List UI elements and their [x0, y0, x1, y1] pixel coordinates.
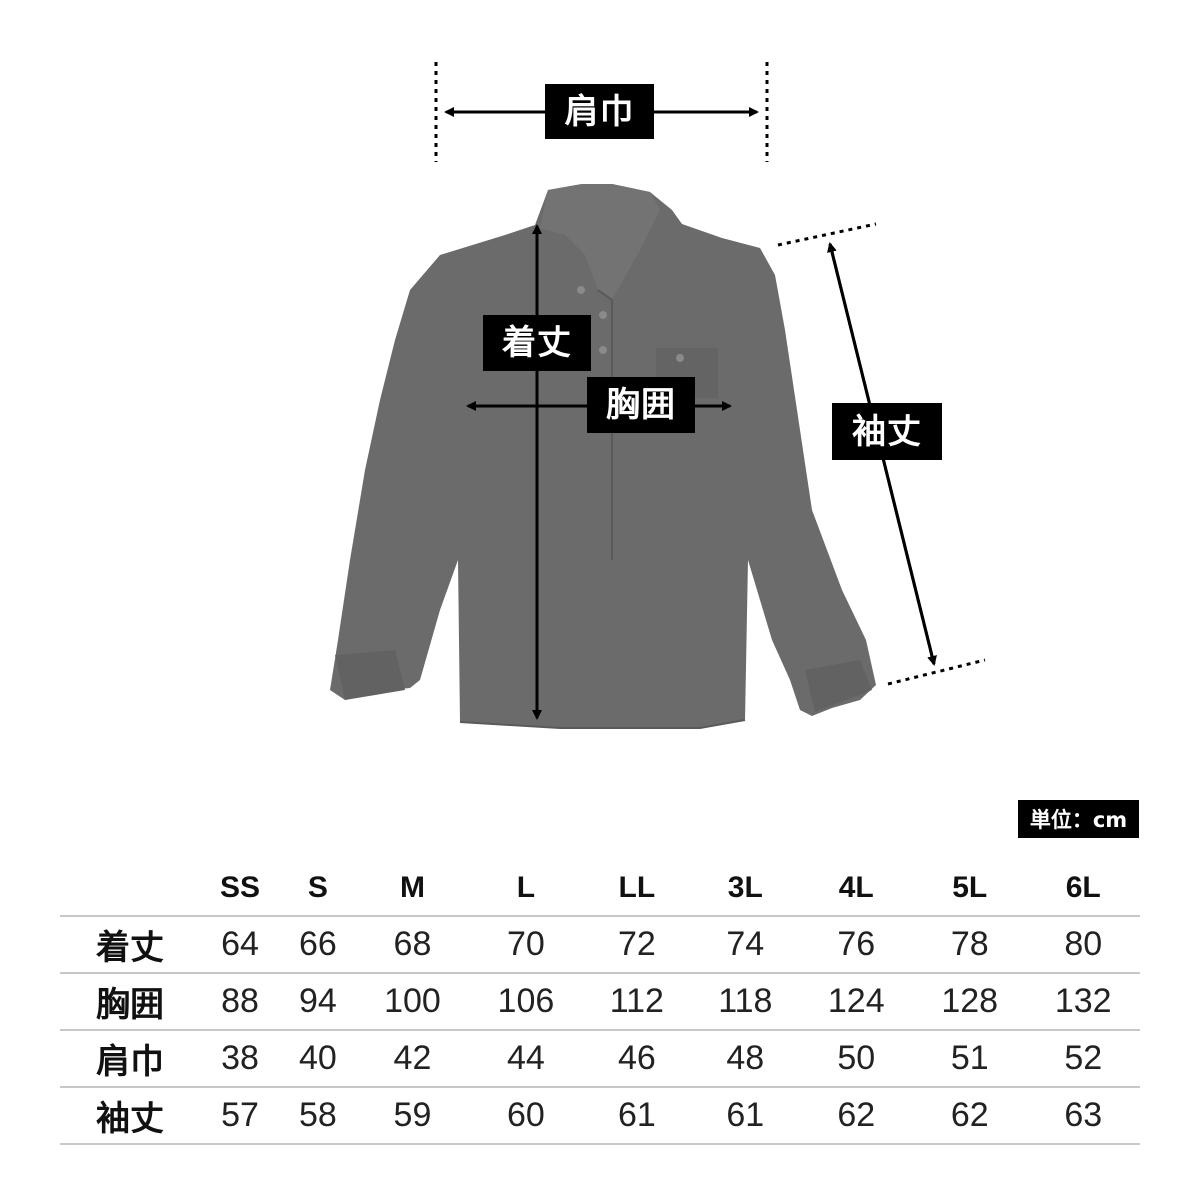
shoulder-label: 肩巾 [545, 84, 654, 139]
table-cell: 61 [582, 1086, 692, 1145]
table-cell: 62 [799, 1086, 913, 1145]
table-cell: 66 [280, 915, 356, 973]
table-cell: 63 [1026, 1086, 1140, 1145]
size-table: SS S M L LL 3L 4L 5L 6L 着丈 64 66 68 70 7… [60, 860, 1140, 1145]
table-cell: 64 [200, 915, 281, 973]
table-cell: 46 [582, 1029, 692, 1087]
table-cell: 51 [913, 1029, 1027, 1087]
table-cell: 72 [582, 915, 692, 973]
size-header: S [307, 870, 328, 904]
row-label: 着丈 [60, 915, 200, 973]
table-row: 着丈 64 66 68 70 72 74 76 78 80 [60, 915, 1140, 973]
table-header-row: SS S M L LL 3L 4L 5L 6L [60, 860, 1140, 916]
size-header: 3L [727, 870, 763, 904]
table-cell: 74 [691, 915, 800, 973]
table-cell: 80 [1026, 915, 1140, 973]
size-header: LL [618, 870, 656, 904]
row-label: 胸囲 [60, 972, 200, 1030]
size-header: L [516, 870, 536, 904]
table-cell: 76 [799, 915, 913, 973]
unit-badge: 単位：cm [1018, 800, 1139, 838]
table-cell: 70 [469, 915, 583, 973]
table-cell: 57 [200, 1086, 281, 1145]
table-cell: 50 [799, 1029, 913, 1087]
table-cell: 118 [691, 972, 800, 1030]
table-row: 袖丈 57 58 59 60 61 61 62 62 63 [60, 1086, 1140, 1145]
size-header: 5L [952, 870, 988, 904]
table-cell: 44 [469, 1029, 583, 1087]
table-cell: 112 [582, 972, 692, 1030]
table-cell: 128 [913, 972, 1027, 1030]
table-row: 肩巾 38 40 42 44 46 48 50 51 52 [60, 1029, 1140, 1087]
table-cell: 132 [1026, 972, 1140, 1030]
table-cell: 124 [799, 972, 913, 1030]
corner-cell [60, 860, 200, 916]
sleeve-label: 袖丈 [832, 403, 942, 460]
shirt-icon [330, 184, 876, 729]
measurement-diagram: 肩巾 着丈 胸囲 袖丈 [330, 62, 986, 729]
table-cell: 48 [691, 1029, 800, 1087]
table-cell: 88 [200, 972, 281, 1030]
table-cell: 78 [913, 915, 1027, 973]
table-cell: 68 [355, 915, 470, 973]
table-cell: 42 [355, 1029, 470, 1087]
size-header: 4L [838, 870, 874, 904]
table-cell: 59 [355, 1086, 470, 1145]
size-header: 6L [1065, 870, 1101, 904]
table-cell: 62 [913, 1086, 1027, 1145]
chest-label: 胸囲 [587, 377, 695, 433]
table-cell: 40 [280, 1029, 356, 1087]
table-cell: 52 [1026, 1029, 1140, 1087]
table-cell: 58 [280, 1086, 356, 1145]
table-row: 胸囲 88 94 100 106 112 118 124 128 132 [60, 972, 1140, 1030]
size-header: M [399, 870, 425, 904]
table-cell: 38 [200, 1029, 281, 1087]
length-label: 着丈 [483, 315, 591, 371]
table-cell: 106 [469, 972, 583, 1030]
table-cell: 94 [280, 972, 356, 1030]
row-label: 袖丈 [60, 1086, 200, 1145]
size-header: SS [220, 870, 261, 904]
table-cell: 61 [691, 1086, 800, 1145]
table-cell: 100 [355, 972, 470, 1030]
table-cell: 60 [469, 1086, 583, 1145]
row-label: 肩巾 [60, 1029, 200, 1087]
